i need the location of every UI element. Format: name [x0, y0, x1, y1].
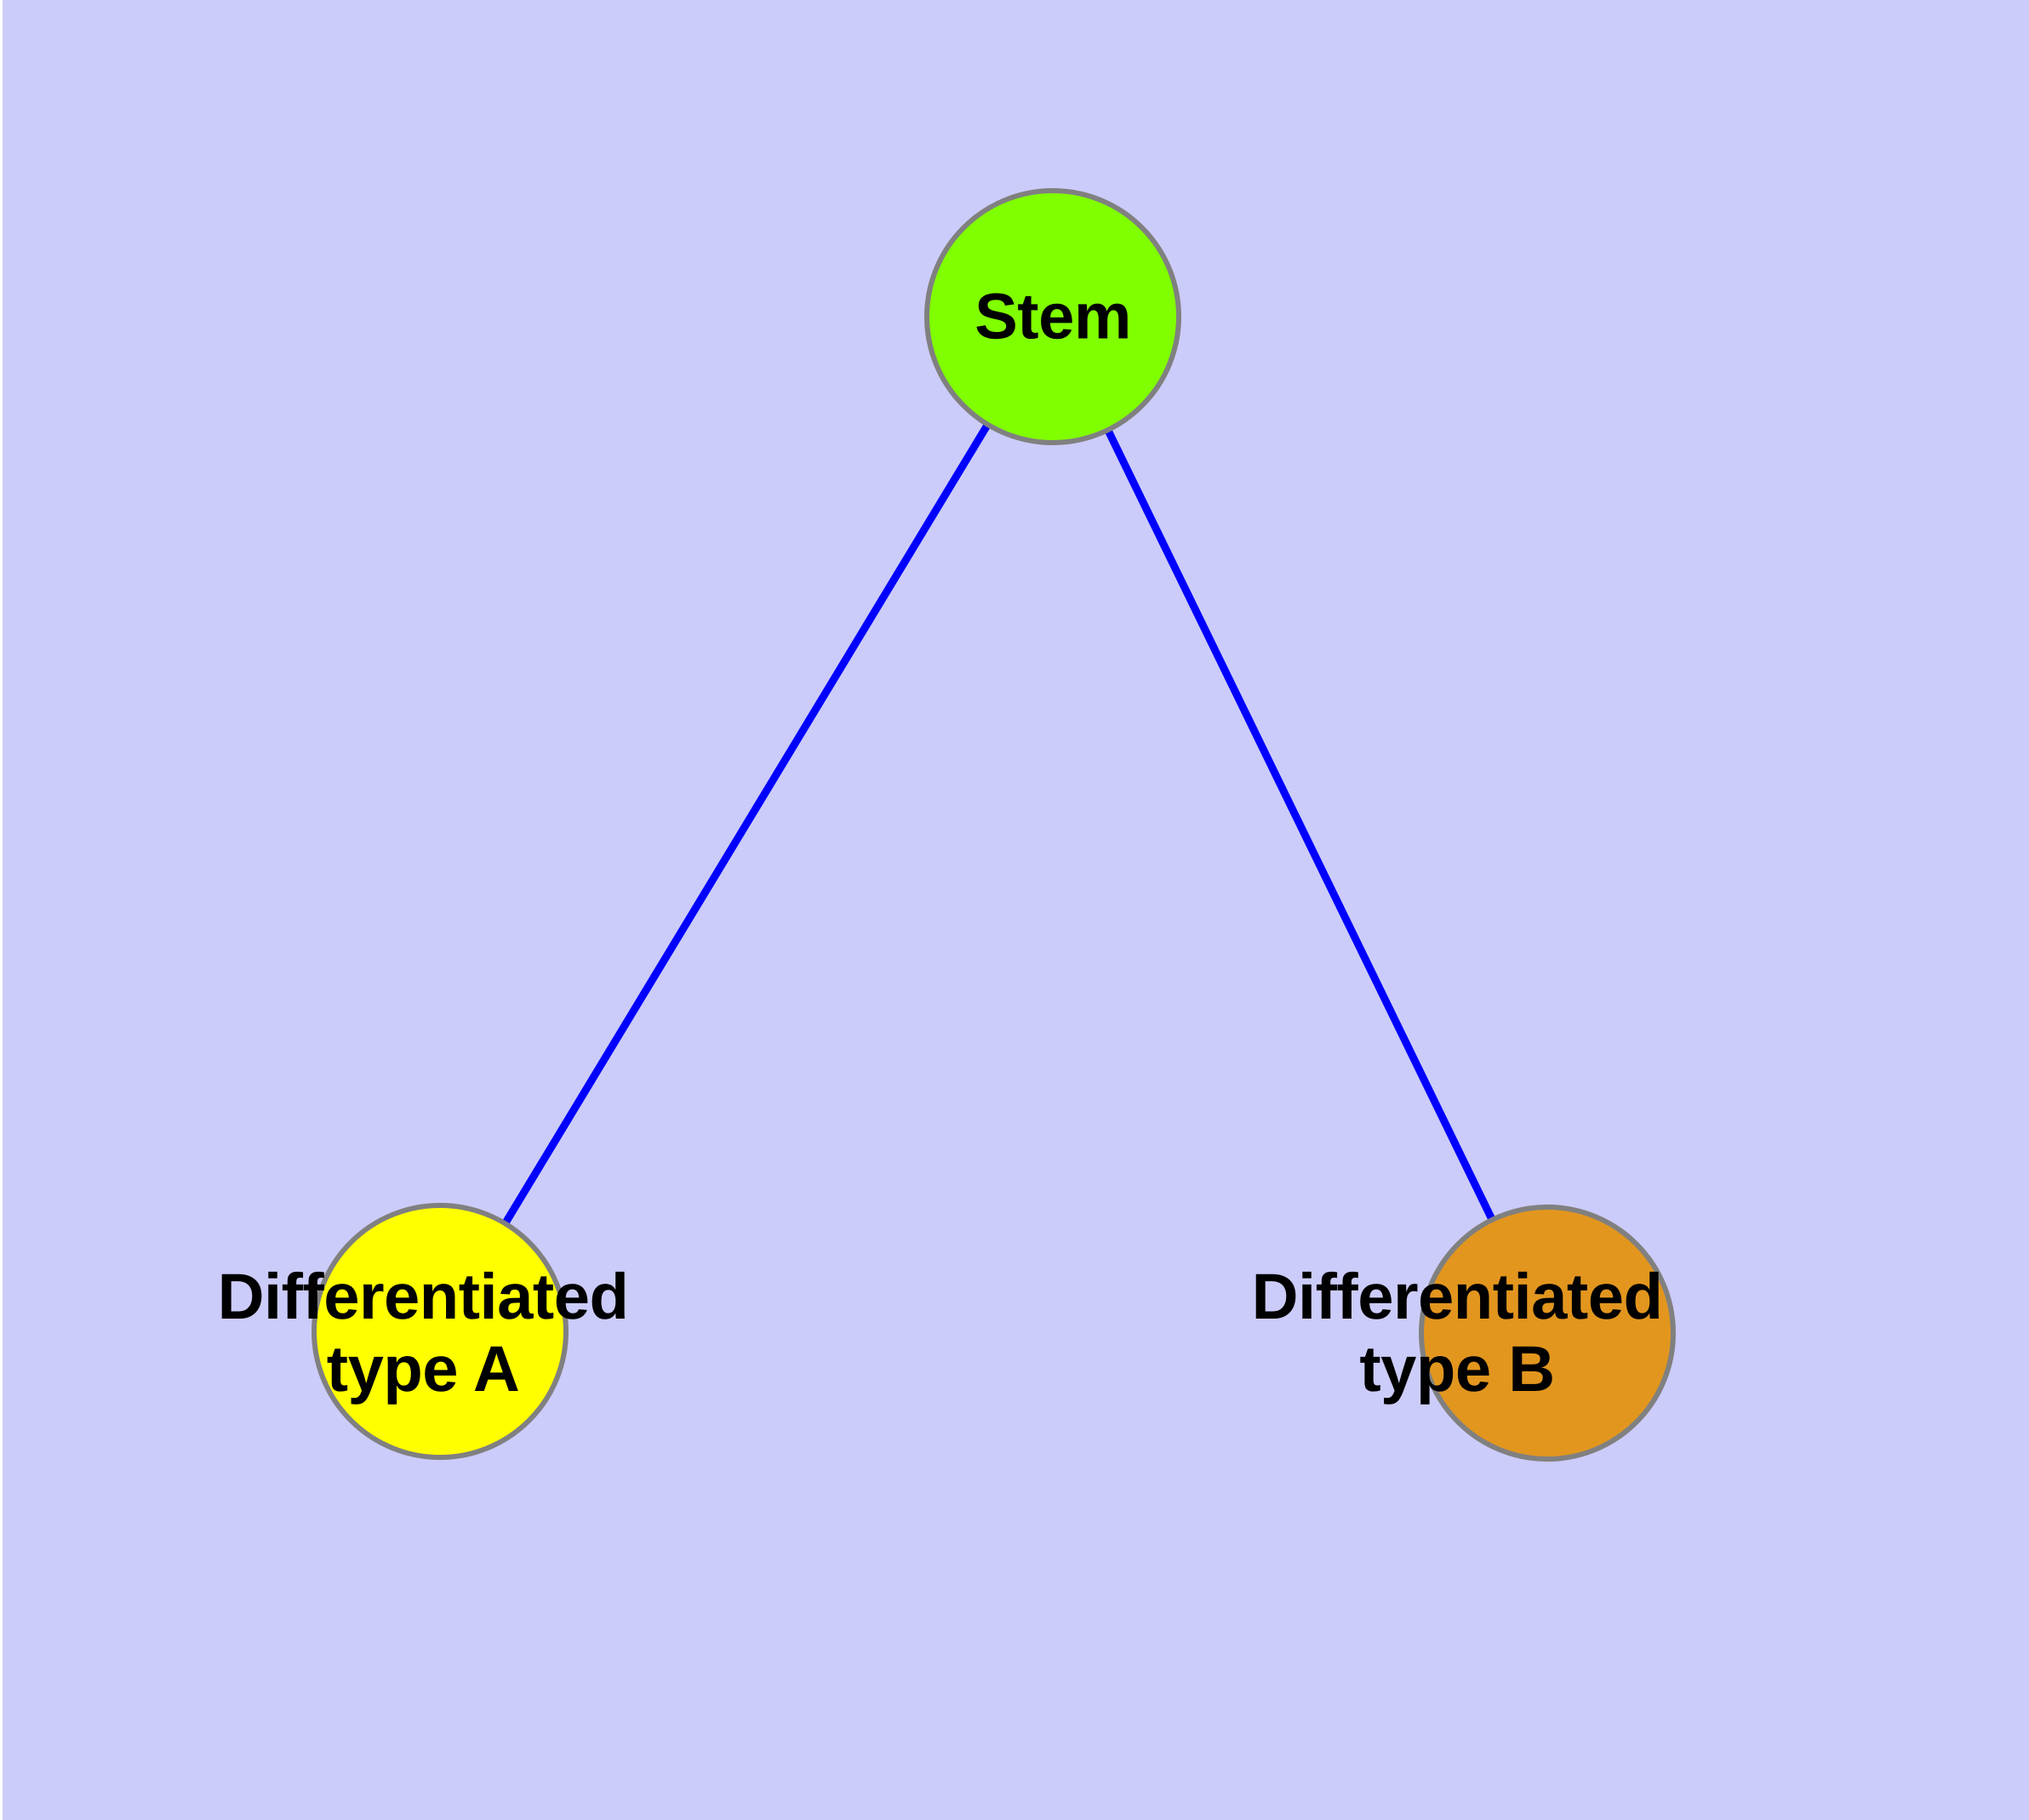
edge-stem-to-diff-a[interactable]: [500, 419, 993, 1229]
node-stem[interactable]: [924, 188, 1181, 445]
edge-stem-to-diff-b[interactable]: [1102, 425, 1498, 1225]
node-differentiated-type-b[interactable]: [1419, 1205, 1676, 1462]
left-edge-strip: [0, 0, 3, 1820]
node-layer: [311, 188, 1676, 1462]
edge-layer: [500, 419, 1498, 1229]
node-differentiated-type-a[interactable]: [311, 1203, 569, 1460]
